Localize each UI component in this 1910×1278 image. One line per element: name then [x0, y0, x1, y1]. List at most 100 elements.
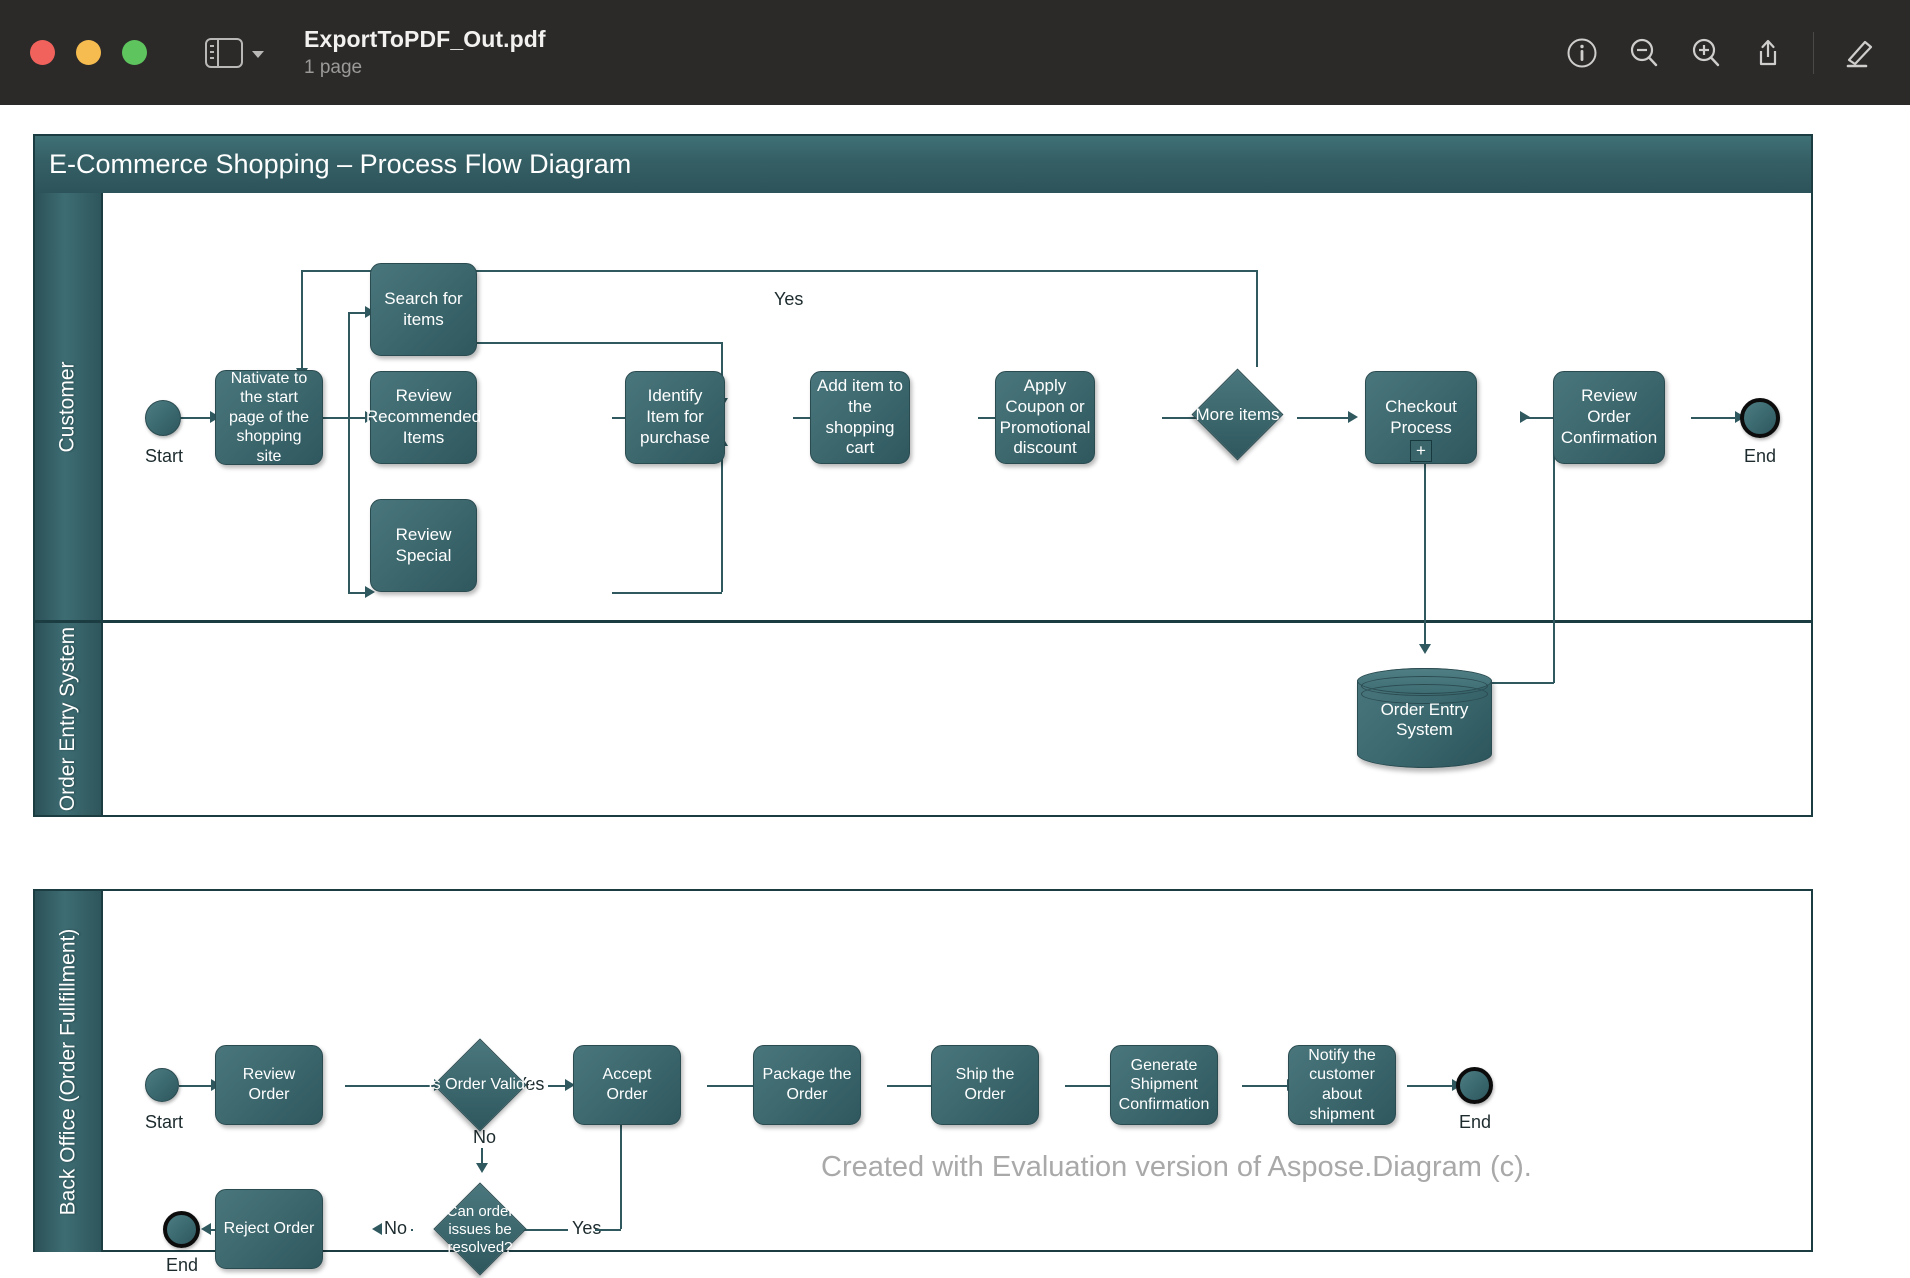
task-review-order-confirmation[interactable]: Review Order Confirmation: [1553, 371, 1665, 464]
gateway-can-issues-be-resolved[interactable]: [433, 1182, 527, 1276]
arrow-head: [372, 1223, 382, 1235]
connector: [1242, 1085, 1290, 1087]
task-generate-shipment-confirmation[interactable]: Generate Shipment Confirmation: [1110, 1045, 1218, 1125]
connector: [323, 417, 369, 419]
end-event-backoffice-label: End: [1458, 1112, 1492, 1132]
subprocess-plus-icon[interactable]: +: [1410, 440, 1432, 462]
task-add-to-cart[interactable]: Add item to the shopping cart: [810, 371, 910, 464]
lane-label-back-office-text: Back Office (Order Fullfillment): [56, 928, 79, 1215]
lane-divider: [35, 620, 1811, 623]
evaluation-watermark: Created with Evaluation version of Aspos…: [821, 1151, 1532, 1183]
connector: [721, 342, 723, 404]
connector: [595, 1229, 621, 1231]
arrow-head: [1520, 411, 1530, 423]
arrow-head: [1348, 411, 1358, 423]
connector: [348, 312, 369, 314]
toolbar: [1551, 22, 1910, 84]
connector: [179, 1085, 215, 1087]
connector: [1492, 682, 1554, 684]
connector: [179, 417, 214, 419]
pool-ecommerce: E-Commerce Shopping – Process Flow Diagr…: [33, 134, 1813, 817]
markup-pencil-icon: [1846, 40, 1873, 67]
task-accept-order[interactable]: Accept Order: [573, 1045, 681, 1125]
task-review-special[interactable]: Review Special: [370, 499, 477, 592]
connector: [1553, 417, 1555, 683]
connector: [301, 270, 303, 374]
sidebar-toggle-button[interactable]: [205, 37, 264, 68]
sidebar-icon: [205, 37, 243, 68]
flow-label-no-valid: No: [469, 1127, 501, 1148]
connector: [721, 444, 723, 592]
connector: [1691, 417, 1741, 419]
minimize-button[interactable]: [76, 40, 101, 65]
task-navigate-start-page[interactable]: Nativate to the start page of the shoppi…: [215, 370, 323, 465]
toolbar-divider: [1813, 31, 1814, 74]
zoom-out-icon: [1630, 38, 1658, 66]
lane-label-order-entry-system: Order Entry System: [35, 623, 103, 815]
connector: [620, 1116, 622, 1229]
flow-label-yes-resolve: Yes: [568, 1218, 606, 1239]
start-event-backoffice-label: Start: [144, 1112, 183, 1132]
lane-label-oes-text: Order Entry System: [56, 626, 80, 812]
connector: [1162, 417, 1215, 419]
close-button[interactable]: [30, 40, 55, 65]
connector: [1407, 1085, 1455, 1087]
connector: [477, 342, 722, 344]
document-title: ExportToPDF_Out.pdf: [304, 26, 546, 52]
chevron-down-icon[interactable]: [252, 51, 264, 58]
connector: [887, 1085, 938, 1087]
lane-label-back-office: Back Office (Order Fullfillment): [35, 891, 103, 1252]
zoom-in-button[interactable]: [1675, 22, 1737, 84]
task-apply-coupon[interactable]: Apply Coupon or Promotional discount: [995, 371, 1095, 464]
share-icon: [1759, 39, 1777, 65]
lane-label-customer-text: Customer: [56, 360, 79, 453]
connector: [548, 1085, 570, 1087]
connector: [481, 1149, 483, 1169]
arrow-head: [201, 1223, 211, 1235]
end-event-backoffice[interactable]: [1456, 1067, 1493, 1104]
start-event-customer-label: Start: [144, 446, 183, 466]
start-event-backoffice[interactable]: [145, 1068, 179, 1102]
traffic-lights: [30, 40, 147, 65]
pdf-page: E-Commerce Shopping – Process Flow Diagr…: [0, 105, 1910, 1278]
zoom-out-button[interactable]: [1613, 22, 1675, 84]
lane-label-customer: Customer: [35, 193, 103, 620]
task-package-order[interactable]: Package the Order: [753, 1045, 861, 1125]
connector: [1256, 270, 1258, 367]
task-review-recommended[interactable]: Review Recommended Items: [366, 371, 481, 464]
task-review-order[interactable]: Review Order: [215, 1045, 323, 1125]
task-search-items[interactable]: Search for items: [370, 263, 477, 356]
connector: [1297, 417, 1352, 419]
end-event-customer[interactable]: [1740, 398, 1780, 438]
task-reject-order[interactable]: Reject Order: [215, 1189, 323, 1269]
share-button[interactable]: [1737, 22, 1799, 84]
connector: [482, 1229, 572, 1231]
connector: [301, 270, 1257, 272]
zoom-in-icon: [1692, 38, 1720, 66]
pool-backoffice: Back Office (Order Fullfillment) Yes No …: [33, 889, 1813, 1276]
diagram-title: E-Commerce Shopping – Process Flow Diagr…: [35, 136, 1811, 193]
info-button[interactable]: [1551, 22, 1613, 84]
task-notify-customer[interactable]: Notify the customer about shipment: [1288, 1045, 1396, 1125]
subprocess-checkout[interactable]: Checkout Process: [1365, 371, 1477, 464]
connector: [345, 1085, 438, 1087]
start-event-customer[interactable]: [145, 400, 181, 436]
gateway-is-order-valid[interactable]: [433, 1038, 527, 1132]
maximize-button[interactable]: [122, 40, 147, 65]
datastore-ring-2: [1361, 684, 1488, 704]
arrow-head: [476, 1163, 488, 1173]
connector: [1524, 417, 1572, 419]
markup-button[interactable]: [1828, 22, 1890, 84]
arrow-head: [365, 586, 375, 598]
datastore-label: Order Entry System: [1380, 699, 1469, 739]
end-event-reject[interactable]: [163, 1211, 200, 1248]
end-event-customer-label: End: [1743, 446, 1777, 466]
arrow-head: [1419, 644, 1431, 654]
connector: [612, 592, 722, 594]
arrow-head: [565, 1079, 575, 1091]
gateway-more-items[interactable]: [1191, 368, 1284, 461]
connector: [1065, 1085, 1116, 1087]
document-meta: ExportToPDF_Out.pdf 1 page: [304, 26, 546, 79]
task-identify-item[interactable]: Identify Item for purchase: [625, 371, 725, 464]
task-ship-order[interactable]: Ship the Order: [931, 1045, 1039, 1125]
